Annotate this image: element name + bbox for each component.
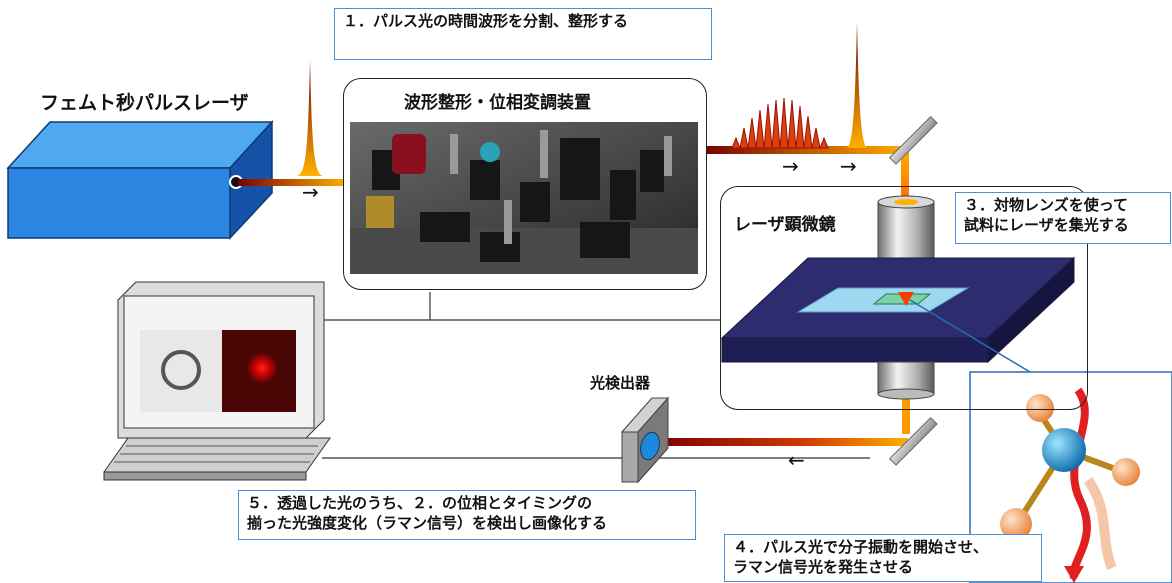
beam-to-detector xyxy=(652,438,908,446)
step5-line1: ５．透過した光のうち、２．の位相とタイミングの xyxy=(247,494,593,512)
callout-step-4: ４．パルス光で分子振動を開始させ、 ラマン信号光を発生させる xyxy=(724,534,1042,582)
callout-steps-1-2: １．パルス光の時間波形を分割、整形する xyxy=(334,8,712,60)
step4-line1: ４．パルス光で分子振動を開始させ、 xyxy=(733,538,989,556)
pulse-input xyxy=(296,60,324,176)
callout-step-3: ３．対物レンズを使って 試料にレーザを集光する xyxy=(955,192,1171,244)
laser-label: フェムト秒パルスレーザ xyxy=(40,92,249,114)
step5-line2: 揃った光強度変化（ラマン信号）を検出し画像化する xyxy=(247,514,608,532)
beam-vertical-lower xyxy=(902,392,910,434)
beam-shaper-to-mirror xyxy=(704,146,908,154)
arrow-output: → xyxy=(840,154,857,178)
step3-line1: ３．対物レンズを使って xyxy=(964,196,1128,214)
photodetector xyxy=(620,396,670,484)
shaper-label: 波形整形・位相変調装置 xyxy=(404,93,591,113)
objective-lens-lower xyxy=(877,361,935,400)
arrow-return: ← xyxy=(788,448,805,472)
arrow-input: → xyxy=(302,180,319,204)
arrow-train: → xyxy=(782,154,799,178)
callout-step-5: ５．透過した光のうち、２．の位相とタイミングの 揃った光強度変化（ラマン信号）を… xyxy=(238,490,696,540)
pulse-train xyxy=(731,97,829,150)
beam-laser-to-shaper xyxy=(238,179,346,186)
mirror-top xyxy=(888,115,938,165)
microscope-label: レーザ顕微鏡 xyxy=(734,215,836,235)
detector-label: 光検出器 xyxy=(590,374,651,392)
step1-text: １．パルス光の時間波形を分割、整形する xyxy=(343,12,629,30)
beam-vertical-upper xyxy=(901,150,909,202)
computer xyxy=(103,281,331,481)
microscope-stage xyxy=(720,256,1076,364)
mirror-bottom xyxy=(888,416,938,466)
pulse-output xyxy=(846,22,868,148)
microscope-box xyxy=(720,186,1088,410)
step4-line2: ラマン信号光を発生させる xyxy=(733,558,914,576)
connection-lines xyxy=(322,292,870,459)
laser-source xyxy=(6,120,274,240)
step3-line2: 試料にレーザを集光する xyxy=(964,216,1129,234)
zoom-line xyxy=(909,299,1031,373)
